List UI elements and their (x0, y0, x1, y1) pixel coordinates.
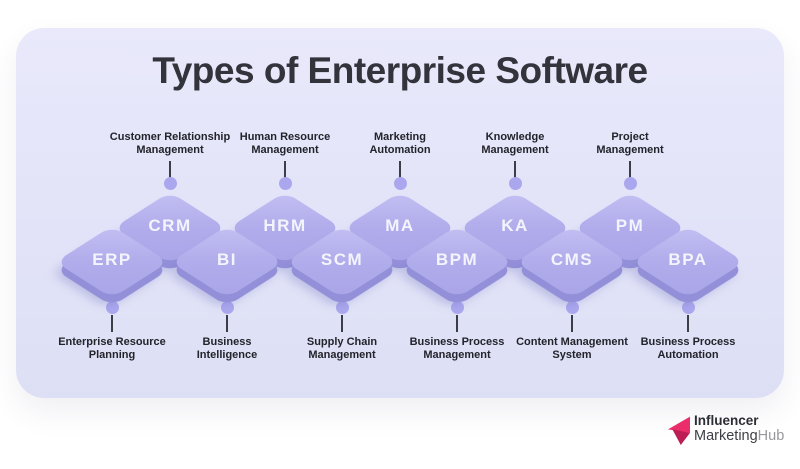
diamond-bi: BI (169, 204, 285, 320)
label-text-cms: Content Management System (516, 336, 628, 361)
page-title: Types of Enterprise Software (152, 50, 648, 91)
label-text-ma: Marketing Automation (369, 131, 431, 156)
label-ka: Knowledge Management (440, 131, 590, 190)
label-bpa: Business Process Automation (613, 301, 763, 362)
connector-line (687, 315, 689, 332)
diamond-scm: SCM (284, 204, 400, 320)
connector-dot (393, 177, 407, 190)
diamond-cms: CMS (514, 204, 630, 320)
connector-line (399, 161, 401, 178)
connector-line (341, 315, 343, 332)
label-crm: Customer Relationship Management (95, 131, 245, 190)
label-text-bi: Business Intelligence (196, 336, 258, 361)
connector-line (226, 315, 228, 332)
label-ma: Marketing Automation (325, 131, 475, 190)
diamond-acronym: BPA (668, 250, 708, 269)
connector-line (514, 161, 516, 178)
label-text-bpa: Business Process Automation (640, 336, 736, 361)
brand-logo: Influencer MarketingHub (668, 413, 784, 445)
brand-name-line1: Influencer (694, 413, 759, 428)
diamond-acronym: BI (217, 250, 237, 269)
diamond-hrm: HRM (227, 170, 343, 286)
label-text-hrm: Human Resource Management (239, 131, 331, 156)
label-bpm: Business Process Management (382, 301, 532, 362)
diamond-acronym: CMS (550, 250, 594, 269)
connector-dot (335, 301, 349, 314)
connector-line (111, 315, 113, 332)
connector-line (284, 161, 286, 178)
connector-line (456, 315, 458, 332)
label-scm: Supply Chain Management (267, 301, 417, 362)
connector-dot (508, 177, 522, 190)
label-hrm: Human Resource Management (210, 131, 360, 190)
brand-name-marketing: Marketing (694, 428, 758, 444)
label-pm: Project Management (555, 131, 705, 190)
diamond-ka: KA (457, 170, 573, 286)
diamond-acronym: KA (501, 216, 529, 235)
diamond-acronym: MA (385, 216, 415, 235)
connector-line (629, 161, 631, 178)
diamond-acronym: BPM (435, 250, 479, 269)
label-text-bpm: Business Process Management (409, 336, 505, 361)
connector-dot (681, 301, 695, 314)
brand-name-line2: MarketingHub (694, 428, 784, 444)
connector-dot (105, 301, 119, 314)
connector-line (571, 315, 573, 332)
connector-dot (565, 301, 579, 314)
label-bi: Business Intelligence (152, 301, 302, 362)
label-erp: Enterprise Resource Planning (37, 301, 187, 362)
brand-name-hub: Hub (757, 428, 785, 444)
diamond-erp: ERP (54, 204, 170, 320)
brand-logo-text: Influencer MarketingHub (694, 413, 784, 444)
diamond-ma: MA (342, 170, 458, 286)
label-cms: Content Management System (497, 301, 647, 362)
connector-dot (623, 177, 637, 190)
connector-dot (220, 301, 234, 314)
connector-dot (450, 301, 464, 314)
diamond-bpa: BPA (630, 204, 746, 320)
diamond-acronym: HRM (263, 216, 307, 235)
label-text-scm: Supply Chain Management (306, 336, 378, 361)
label-text-erp: Enterprise Resource Planning (58, 336, 166, 361)
diamond-acronym: SCM (320, 250, 364, 269)
connector-line (169, 161, 171, 178)
diamond-acronym: ERP (92, 250, 132, 269)
diamond-acronym: CRM (148, 216, 192, 235)
diamond-bpm: BPM (399, 204, 515, 320)
label-text-crm: Customer Relationship Management (109, 131, 231, 156)
brand-arrow-icon (668, 416, 690, 445)
diamond-acronym: PM (615, 216, 645, 235)
diamond-crm: CRM (112, 170, 228, 286)
label-text-ka: Knowledge Management (481, 131, 549, 156)
connector-dot (163, 177, 177, 190)
diamond-pm: PM (572, 170, 688, 286)
connector-dot (278, 177, 292, 190)
label-text-pm: Project Management (596, 131, 664, 156)
